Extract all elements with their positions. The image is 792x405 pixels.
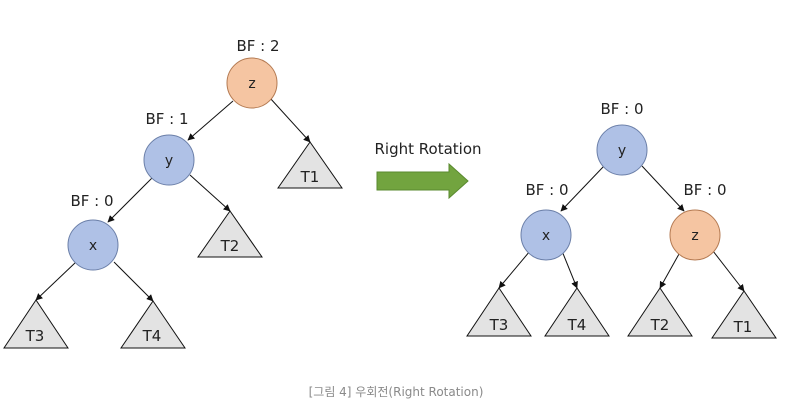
bf-z-right: BF : 0 — [683, 181, 726, 199]
edge-y-x — [107, 177, 153, 223]
bf-x-left: BF : 0 — [70, 192, 113, 210]
edge-x-t3-right — [498, 250, 531, 289]
edge-z-t1-right — [712, 250, 745, 292]
node-z-left — [226, 57, 278, 109]
edge-x-t4-right — [561, 250, 578, 289]
node-y-left — [143, 134, 195, 186]
right-arrow-icon — [376, 162, 469, 200]
bf-y-left: BF : 1 — [145, 110, 188, 128]
edge-x-t3 — [35, 261, 77, 301]
subtree-t3-right-label: T3 — [489, 316, 509, 334]
edge-z-y — [187, 100, 234, 141]
edge-z-t2-right — [659, 253, 680, 289]
subtree-t1-left — [277, 141, 343, 189]
edge-z-t1 — [269, 97, 311, 143]
node-y-left-label: y — [165, 153, 173, 169]
subtree-t2-right-label: T2 — [650, 316, 670, 334]
right-tree: y BF : 0 x BF : 0 z BF : 0 T3 T4 T2 T1 — [466, 100, 777, 339]
subtree-t1-left-label: T1 — [300, 168, 320, 186]
subtree-t4-left — [120, 300, 186, 349]
subtree-t2-left-label: T2 — [220, 237, 240, 255]
node-y-right-label: y — [618, 143, 626, 159]
subtree-t4-right-label: T4 — [567, 316, 587, 334]
node-z-left-label: z — [248, 76, 255, 92]
bf-y-right: BF : 0 — [600, 100, 643, 118]
bf-z-left: BF : 2 — [236, 37, 279, 55]
rotation-label: Right Rotation — [375, 140, 482, 158]
subtree-t3-left-label: T3 — [25, 327, 45, 345]
node-x-left-label: x — [89, 238, 97, 254]
subtree-t4-right — [544, 287, 610, 337]
node-z-right-label: z — [691, 228, 698, 244]
edge-y-z-right — [641, 165, 685, 212]
node-z-right — [669, 209, 721, 261]
bf-x-right: BF : 0 — [525, 181, 568, 199]
node-x-right — [520, 209, 572, 261]
rotation-operation: Right Rotation — [375, 140, 482, 200]
edge-x-t4 — [113, 261, 154, 302]
figure-caption: [그림 4] 우회전(Right Rotation) — [309, 385, 484, 399]
edge-y-x-right — [560, 165, 605, 212]
subtree-t4-left-label: T4 — [142, 327, 162, 345]
node-y-right — [596, 124, 648, 176]
subtree-t2-left — [197, 210, 263, 258]
node-x-right-label: x — [542, 228, 550, 244]
edge-y-t2 — [189, 174, 231, 212]
left-tree: z BF : 2 y BF : 1 x BF : 0 T1 T2 T3 T4 — [3, 37, 343, 349]
subtree-t3-right — [466, 287, 532, 337]
subtree-t2-right — [627, 287, 693, 337]
node-x-left — [67, 219, 119, 271]
subtree-t1-right — [711, 290, 777, 339]
subtree-t1-right-label: T1 — [733, 318, 753, 336]
subtree-t3-left — [3, 299, 69, 349]
